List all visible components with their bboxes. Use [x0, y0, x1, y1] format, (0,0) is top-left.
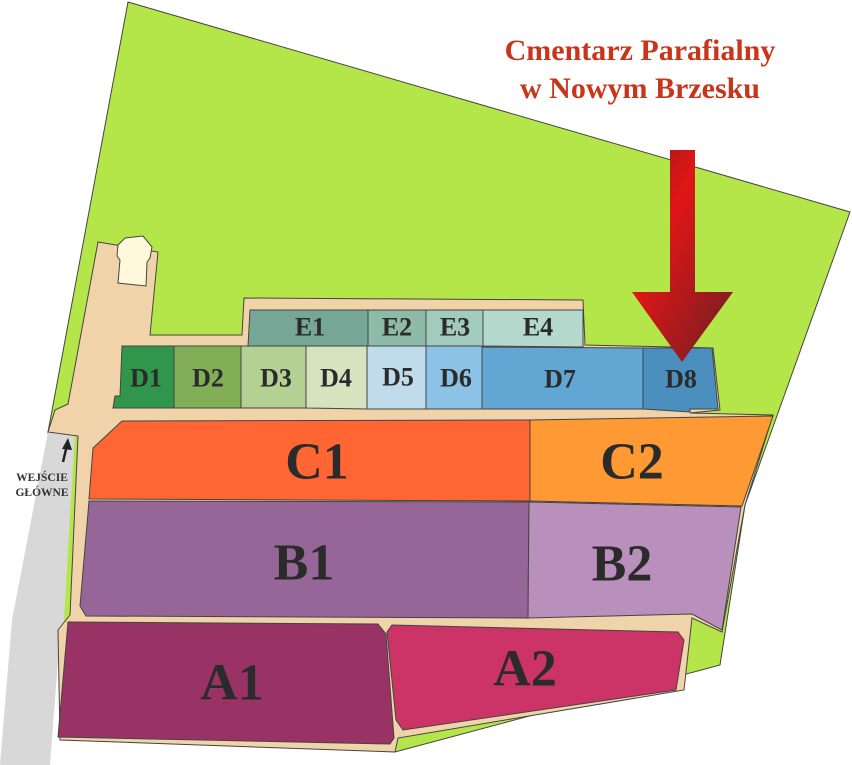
section-label: E2 — [382, 313, 412, 342]
access-road — [0, 432, 75, 765]
section-E4-area[interactable] — [482, 309, 584, 348]
section-D2[interactable]: D2 — [173, 345, 242, 409]
location-arrow — [632, 150, 733, 362]
section-label: C1 — [285, 434, 349, 491]
section-B2-area[interactable] — [527, 501, 742, 631]
section-label: C2 — [600, 434, 664, 491]
section-label: A2 — [493, 641, 557, 698]
section-label: B1 — [274, 535, 335, 592]
section-B1[interactable]: B1 — [79, 500, 530, 619]
section-E1[interactable]: E1 — [247, 309, 369, 347]
section-E2[interactable]: E2 — [367, 309, 427, 347]
section-E3[interactable]: E3 — [425, 309, 484, 347]
map-title-line1: Cmentarz Parafialny — [505, 34, 776, 67]
section-E4[interactable]: E4 — [482, 309, 584, 348]
section-label: A1 — [200, 655, 264, 712]
section-D8-area[interactable] — [642, 347, 719, 413]
section-label: E1 — [295, 313, 325, 342]
section-D5[interactable]: D5 — [366, 345, 427, 410]
section-D4[interactable]: D4 — [305, 345, 368, 410]
section-label: E4 — [523, 313, 553, 342]
section-C1-area[interactable] — [88, 419, 531, 502]
section-D8[interactable]: D8 — [642, 347, 719, 413]
section-D7[interactable]: D7 — [481, 346, 644, 410]
section-label: D5 — [382, 363, 414, 392]
section-C2-area[interactable] — [529, 415, 774, 507]
map-title-line2: w Nowym Brzesku — [520, 72, 760, 105]
section-D6[interactable]: D6 — [425, 345, 483, 410]
section-B1-area[interactable] — [79, 500, 530, 619]
chapel — [116, 235, 153, 287]
section-label: D4 — [320, 364, 352, 393]
section-B2[interactable]: B2 — [527, 501, 742, 631]
entrance-label-line1: WEJŚCIE — [16, 470, 68, 484]
section-D1[interactable]: D1 — [112, 345, 175, 409]
section-label: E3 — [440, 313, 470, 342]
section-A2-area[interactable] — [386, 624, 685, 731]
section-label: D3 — [260, 364, 292, 393]
section-label: D8 — [665, 365, 697, 394]
section-D3[interactable]: D3 — [240, 345, 307, 409]
section-label: D1 — [130, 364, 162, 393]
section-label: B2 — [592, 536, 653, 593]
section-C1[interactable]: C1 — [88, 419, 531, 502]
section-A1[interactable]: A1 — [57, 621, 395, 745]
section-label: D7 — [544, 365, 576, 394]
entrance-label-line2: GŁÓWNE — [15, 485, 68, 499]
section-A2[interactable]: A2 — [386, 624, 685, 731]
section-label: D6 — [440, 364, 472, 393]
section-label: D2 — [192, 364, 224, 393]
section-C2[interactable]: C2 — [529, 415, 774, 507]
entrance-arrow-icon — [61, 438, 72, 463]
section-A1-area[interactable] — [57, 621, 395, 745]
